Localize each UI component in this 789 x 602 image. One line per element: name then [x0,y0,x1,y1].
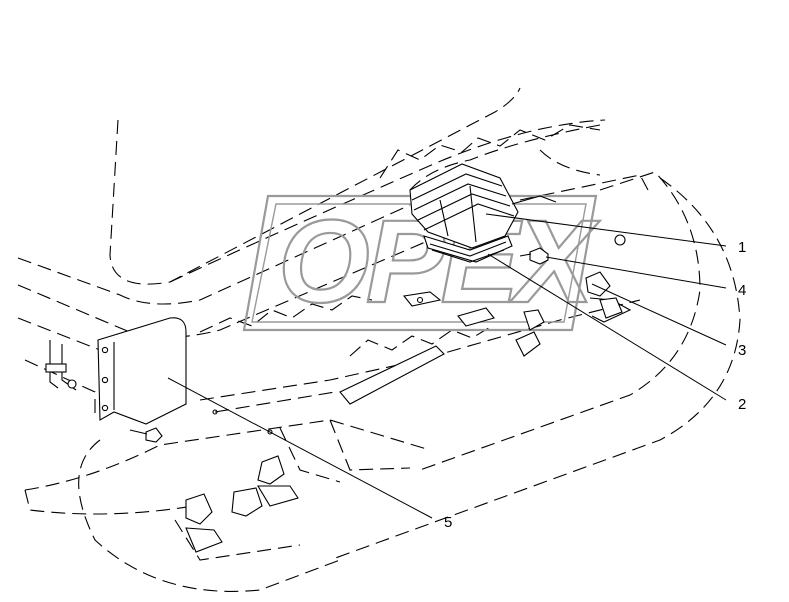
callout-5: 5 [444,514,452,531]
screw [129,427,163,443]
cover-plate-part-5 [97,317,187,425]
leader-3 [591,283,727,346]
bolt-part-4 [519,247,549,265]
pipe-detail [45,340,77,391]
callout-1: 1 [738,239,746,256]
leader-1 [485,213,727,247]
leader-2 [487,253,727,401]
leader-4 [545,256,727,289]
floor-mounts [185,234,626,553]
callout-2: 2 [738,396,746,413]
callout-3: 3 [738,342,746,359]
callout-labels: 1 4 3 2 5 [444,239,746,531]
leader-5 [167,377,433,519]
leader-lines [167,213,727,519]
callout-4: 4 [738,282,746,299]
